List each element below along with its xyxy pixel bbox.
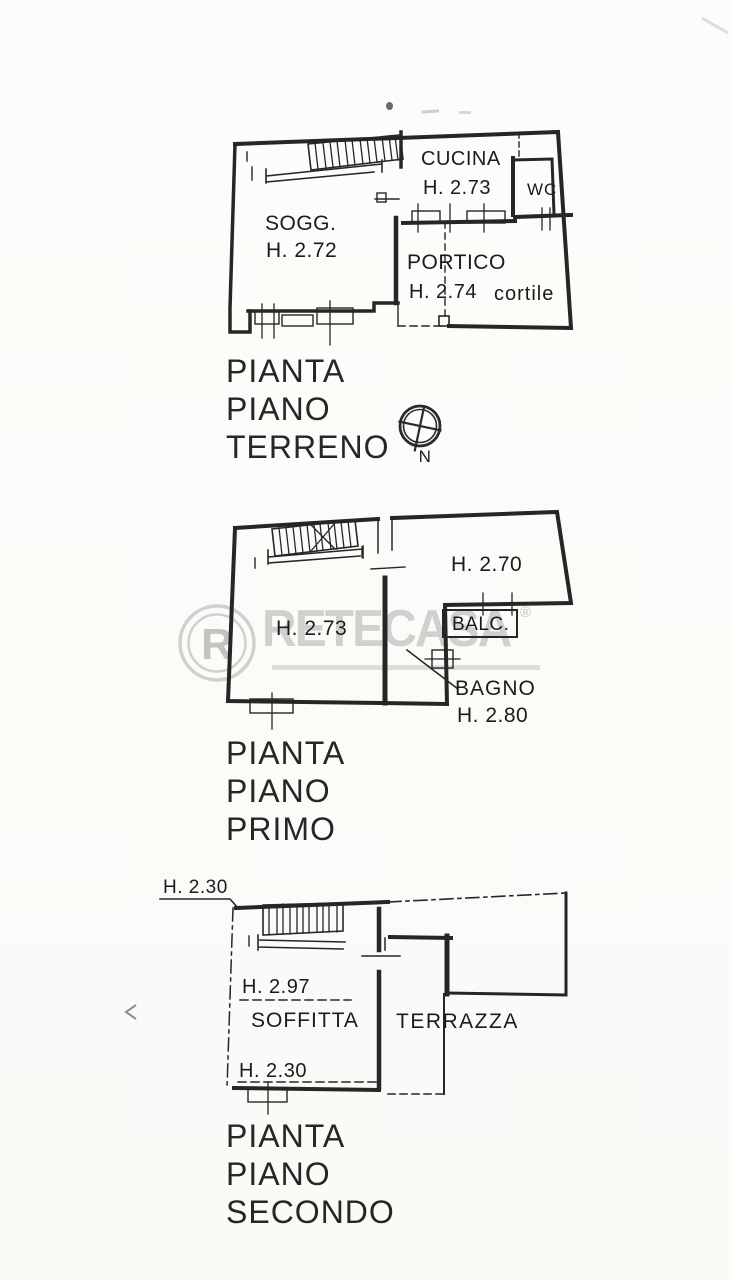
height-annotation-top-left: H. 2.30 [163,877,228,898]
height-annotation-bottom: H. 2.30 [239,1060,307,1082]
plan-title-first-line1: PIANTA [226,735,346,771]
room-label-cortile: cortile [494,283,555,305]
plan-title-second: PIANTA PIANO SECONDO [226,1117,395,1231]
plan-title-ground: PIANTA PIANO TERRENO [226,352,389,466]
plan-title-second-line2: PIANO [226,1156,331,1192]
room-label-terrazza: TERRAZZA [396,1010,519,1033]
room-label-portico: PORTICO [407,251,506,274]
plan-title-ground-line1: PIANTA [226,353,346,389]
plan-title-first-line2: PIANO [226,773,331,809]
watermark-logo-letter: R [201,620,233,669]
watermark-logo-icon: R [178,604,256,682]
room-height-portico: H. 2.74 [409,281,477,303]
scan-mark-left-edge [124,1004,137,1020]
room-height-first-right: H. 2.70 [451,553,523,576]
scan-speck-dot [386,102,393,110]
plan-title-ground-line2: PIANO [226,391,331,427]
room-label-wc: WC [527,180,558,199]
room-height-cucina: H. 2.73 [423,177,491,199]
compass-icon [398,404,442,452]
plan-title-first-line3: PRIMO [226,811,336,847]
room-label-bagno: BAGNO [455,677,536,700]
room-height-bagno: H. 2.80 [457,704,529,727]
plan-title-second-line1: PIANTA [226,1118,346,1154]
scan-speck-dash2 [459,111,471,114]
watermark-registered-mark: ® [520,604,532,621]
floor-plan-first-drawing [225,509,574,730]
floor-plan-second-drawing [159,891,568,1115]
room-label-balcone: BALC. [452,614,510,635]
compass-north-label: N [418,447,432,466]
room-label-soffitta: SOFFITTA [251,1009,359,1032]
height-annotation-mid: H. 2.97 [242,976,310,998]
watermark-underline [272,665,540,670]
room-label-cucina: CUCINA [421,148,501,170]
room-height-first-left: H. 2.73 [276,617,348,640]
plan-title-ground-line3: TERRENO [226,429,390,465]
room-height-soggiorno: H. 2.72 [266,239,338,262]
plan-title-first: PIANTA PIANO PRIMO [226,734,345,848]
room-label-soggiorno: SOGG. [265,212,337,235]
scan-speck-corner [701,16,729,35]
scan-speck-dash1 [421,109,440,114]
plan-title-second-line3: SECONDO [226,1194,395,1230]
floor-plan-ground-drawing [228,129,574,346]
